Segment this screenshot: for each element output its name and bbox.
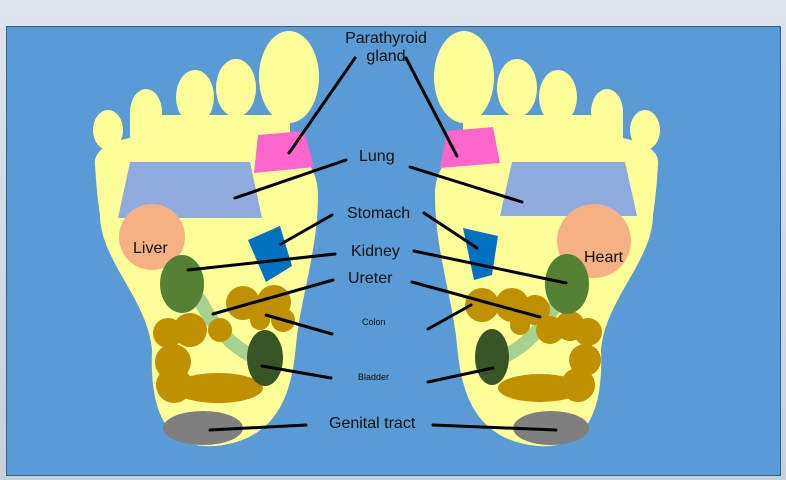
label-bladder: Bladder: [358, 372, 389, 382]
right-foot: [434, 31, 660, 446]
label-liver: Liver: [133, 240, 168, 258]
label-parathyroid-gland: Parathyroid gland: [336, 30, 436, 67]
label-ureter: Ureter: [348, 270, 392, 288]
label-heart: Heart: [584, 249, 623, 267]
left-kidney: [160, 255, 204, 313]
right-parathyroid-gland: [440, 127, 500, 168]
left-parathyroid-gland: [254, 131, 314, 173]
left-foot: [93, 31, 319, 446]
label-lung: Lung: [359, 148, 395, 166]
left-bladder: [247, 330, 283, 386]
label-stomach: Stomach: [347, 205, 410, 223]
right-bladder: [475, 329, 509, 385]
right-lung: [500, 162, 637, 216]
label-colon: Colon: [362, 317, 386, 327]
label-parathyroid-line1: Parathyroid: [336, 30, 436, 48]
label-kidney: Kidney: [351, 243, 400, 261]
label-genital-tract: Genital tract: [329, 415, 415, 433]
label-parathyroid-line2: gland: [336, 48, 436, 66]
